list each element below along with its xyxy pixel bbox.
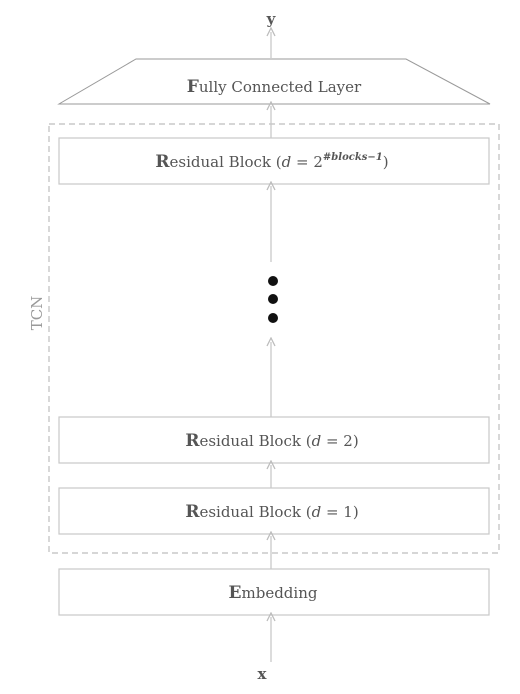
- input-label: x: [258, 665, 268, 683]
- embedding-label: Embedding: [229, 583, 318, 603]
- residual-block-top-label: Residual Block (d = 2#blocks−1): [155, 152, 388, 172]
- residual-block-d1: [58, 487, 490, 535]
- tcn-container: [48, 123, 500, 554]
- tcn-label: TCN: [28, 296, 46, 331]
- fully-connected-layer-shape: [57, 58, 491, 105]
- ellipsis-dot-1: [268, 276, 278, 286]
- output-label: y: [266, 10, 277, 28]
- ellipsis-dot-3: [268, 313, 278, 323]
- ellipsis-dot-2: [268, 294, 278, 304]
- residual-block-d2-label: Residual Block (d = 2): [185, 431, 358, 451]
- fully-connected-layer-label: Fully Connected Layer: [187, 77, 362, 97]
- residual-block-d2: [58, 416, 490, 464]
- residual-block-d1-label: Residual Block (d = 1): [185, 502, 358, 522]
- embedding-block: [58, 568, 490, 616]
